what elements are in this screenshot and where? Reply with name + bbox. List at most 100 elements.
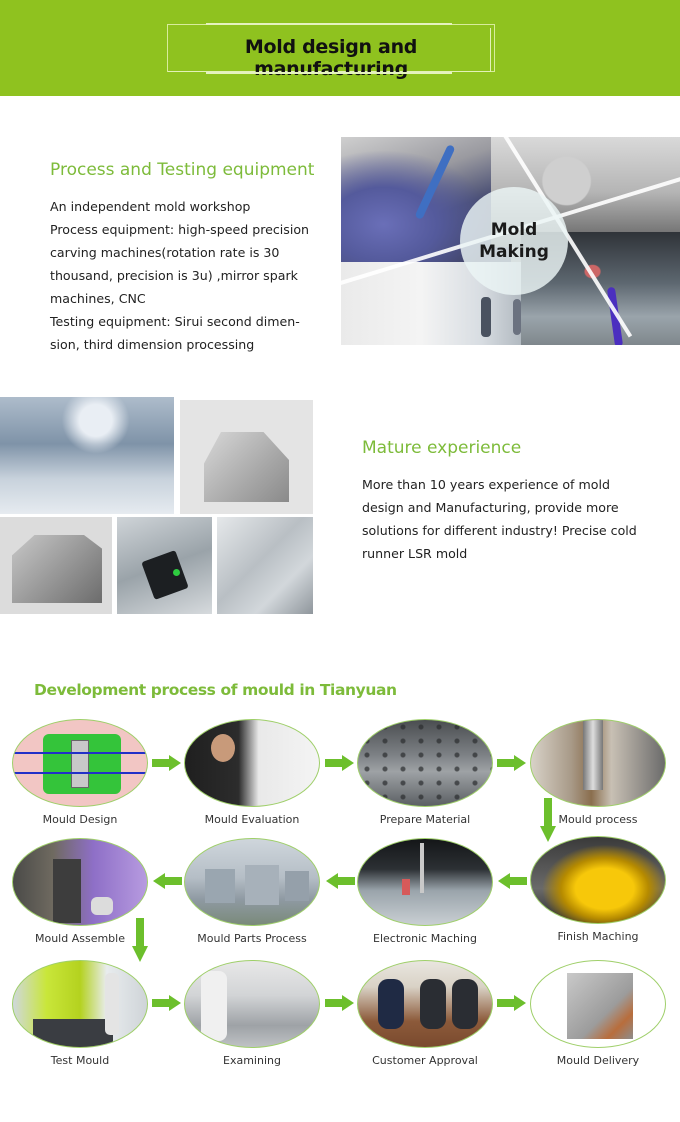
text-line: design and Manufacturing, provide more [362,500,619,515]
test-mould-photo [12,960,148,1048]
arrow-right-icon [325,995,355,1011]
phone-part [141,550,189,600]
mold-insert-photo [180,400,313,514]
frame-line-bottom [206,72,452,74]
arrow-right-icon [325,755,355,771]
machine [245,865,279,905]
text-line: Process equipment: high-speed precision [50,222,310,237]
step-label: Electronic Maching [373,932,477,945]
guide-line [13,752,147,754]
step-prepare-material: Prepare Material [357,719,493,826]
header-banner: Mold design and manufacturing [0,0,680,96]
title-frame: Mold design and manufacturing [167,23,495,80]
step-label: Examining [223,1054,281,1067]
step-label: Mould process [558,813,638,826]
step-mould-evaluation: Mould Evaluation [184,719,320,826]
electrode [420,843,424,893]
metal-block [12,535,102,603]
arrow-right-icon [152,995,182,1011]
mold-making-collage-image: Mold Making [341,137,680,345]
text-line: sion, third dimension processing [50,337,255,352]
process-testing-description: An independent mold workshop Process equ… [50,195,320,356]
mould-process-photo [530,719,666,807]
machining-closeup-photo [0,397,174,514]
step-mould-parts-process: Mould Parts Process [184,838,320,945]
mould-design-photo [12,719,148,807]
process-testing-heading: Process and Testing equipment [50,160,315,180]
operator [105,973,119,1035]
mold-making-badge: Mold Making [460,187,568,295]
person [211,734,235,762]
worker-figure [513,299,521,335]
text-line: More than 10 years experience of mold [362,477,610,492]
arrow-down-icon [540,798,556,842]
development-process-heading: Development process of mould in Tianyuan [34,681,397,699]
mature-experience-description: More than 10 years experience of mold de… [362,473,662,565]
person [420,979,446,1029]
step-mould-design: Mould Design [12,719,148,826]
badge-line: Making [479,242,549,262]
electrode-tip [402,879,410,895]
examining-photo [184,960,320,1048]
mold-components-photo [217,517,313,614]
indicator-light [173,569,180,576]
customer-approval-photo [357,960,493,1048]
step-mould-assemble: Mould Assemble [12,838,148,945]
worker-figure [481,297,491,337]
inspector [201,971,227,1041]
machine [205,869,235,903]
metal-block [204,432,289,502]
mould-assemble-photo [12,838,148,926]
step-label: Customer Approval [372,1054,478,1067]
step-label: Mould Evaluation [204,813,300,826]
arrow-left-icon [325,873,355,889]
finish-maching-photo [530,836,666,924]
mold-core [71,740,89,788]
mold-cavity-photo [0,517,112,614]
arrow-right-icon [497,755,527,771]
text-line: An independent mold workshop [50,199,251,214]
step-mould-process: Mould process [530,719,666,826]
step-label: Mould Design [42,813,118,826]
arrow-down-icon [132,918,148,962]
text-line: carving machines(rotation rate is 30 [50,245,280,260]
step-label: Prepare Material [379,813,471,826]
text-line: runner LSR mold [362,546,468,561]
page-title: Mold design and manufacturing [244,36,418,80]
mould-delivery-photo [530,960,666,1048]
electronic-maching-photo [357,838,493,926]
step-label: Mould Delivery [556,1054,640,1067]
guide-line [13,772,147,774]
mold-parts-photo-grid [0,397,313,614]
step-label: Mould Parts Process [197,932,307,945]
mould-evaluation-photo [184,719,320,807]
spindle [583,720,603,790]
step-label: Finish Maching [557,930,639,943]
text-line: Testing equipment: Sirui second dimen- [50,314,300,329]
step-mould-delivery: Mould Delivery [530,960,666,1067]
step-label: Mould Assemble [34,932,125,945]
finished-mould [567,973,633,1039]
arrow-left-icon [152,873,182,889]
phone-inspection-photo [117,517,212,614]
frame-inner-border [168,28,491,72]
step-electronic-maching: Electronic Maching [357,838,493,945]
frame-line-top [206,23,452,25]
mature-experience-heading: Mature experience [362,438,522,458]
glove [91,897,113,915]
mold-block [53,859,81,923]
text-line: solutions for different industry! Precis… [362,523,637,538]
arrow-left-icon [497,873,527,889]
text-line: machines, CNC [50,291,146,306]
person [452,979,478,1029]
plate-holes [358,720,492,806]
step-finish-maching: Finish Maching [530,836,666,943]
arrow-right-icon [152,755,182,771]
arrow-right-icon [497,995,527,1011]
step-customer-approval: Customer Approval [357,960,493,1067]
text-line: thousand, precision is 3u) ,mirror spark [50,268,298,283]
badge-line: Mold [490,220,538,240]
machine-base [33,1019,113,1047]
step-label: Test Mould [50,1054,110,1067]
mould-parts-process-photo [184,838,320,926]
